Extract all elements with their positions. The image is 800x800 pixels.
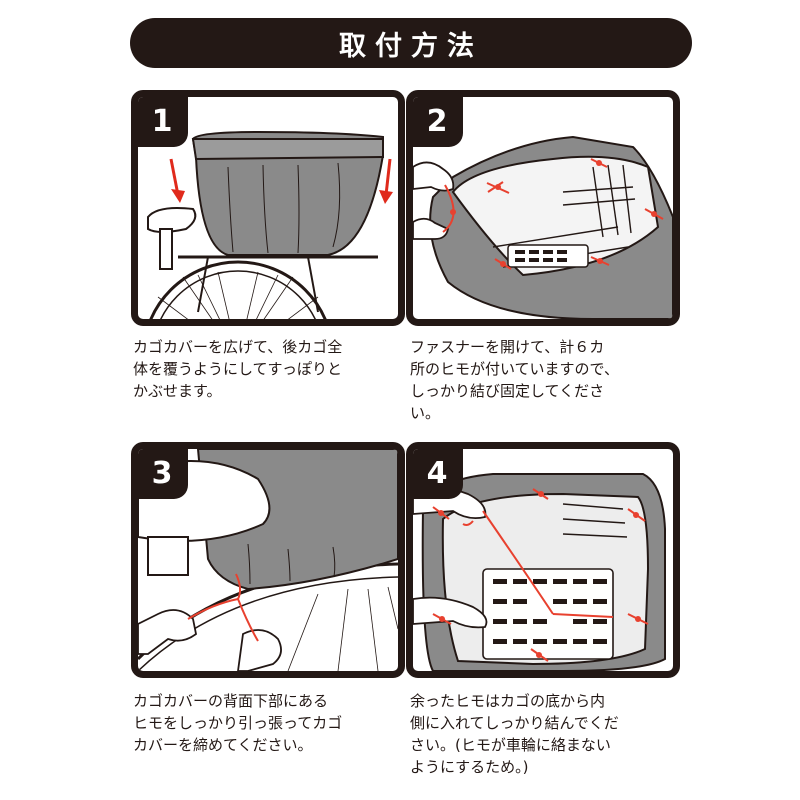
page-title: 取付方法 (339, 30, 483, 62)
title-bar: 取付方法 (130, 18, 692, 68)
step-4-caption: 余ったヒモはカゴの底から内 側に入れてしっかり結んでくだ さい。(ヒモが車輪に絡… (410, 692, 619, 776)
step-4-number: 4 (426, 455, 448, 491)
step-1-panel: 1 (131, 90, 405, 326)
step-3-badge: 3 (138, 449, 188, 499)
step-4-panel: 4 (406, 442, 680, 678)
step-4-badge: 4 (413, 449, 463, 499)
step-3-panel: 3 (131, 442, 405, 678)
step-1-badge: 1 (138, 97, 188, 147)
step-3-number: 3 (151, 455, 173, 491)
step-1-caption: カゴカバーを広げて、後カゴ全 体を覆うようにしてすっぽりと かぶせます。 (133, 338, 343, 400)
step-2-badge: 2 (413, 97, 463, 147)
step-2-number: 2 (426, 103, 448, 139)
step-2-caption: ファスナーを開けて、計６カ 所のヒモが付いていますので、 しっかり結び固定してく… (410, 338, 619, 422)
step-4-illustration (413, 473, 666, 671)
step-3-caption: カゴカバーの背面下部にある ヒモをしっかり引っ張ってカゴ カバーを締めてください… (133, 692, 343, 754)
step-2-panel: 2 (406, 90, 680, 326)
step-1-number: 1 (151, 103, 173, 139)
step-2-illustration (413, 135, 673, 319)
step-1-illustration (147, 130, 393, 319)
